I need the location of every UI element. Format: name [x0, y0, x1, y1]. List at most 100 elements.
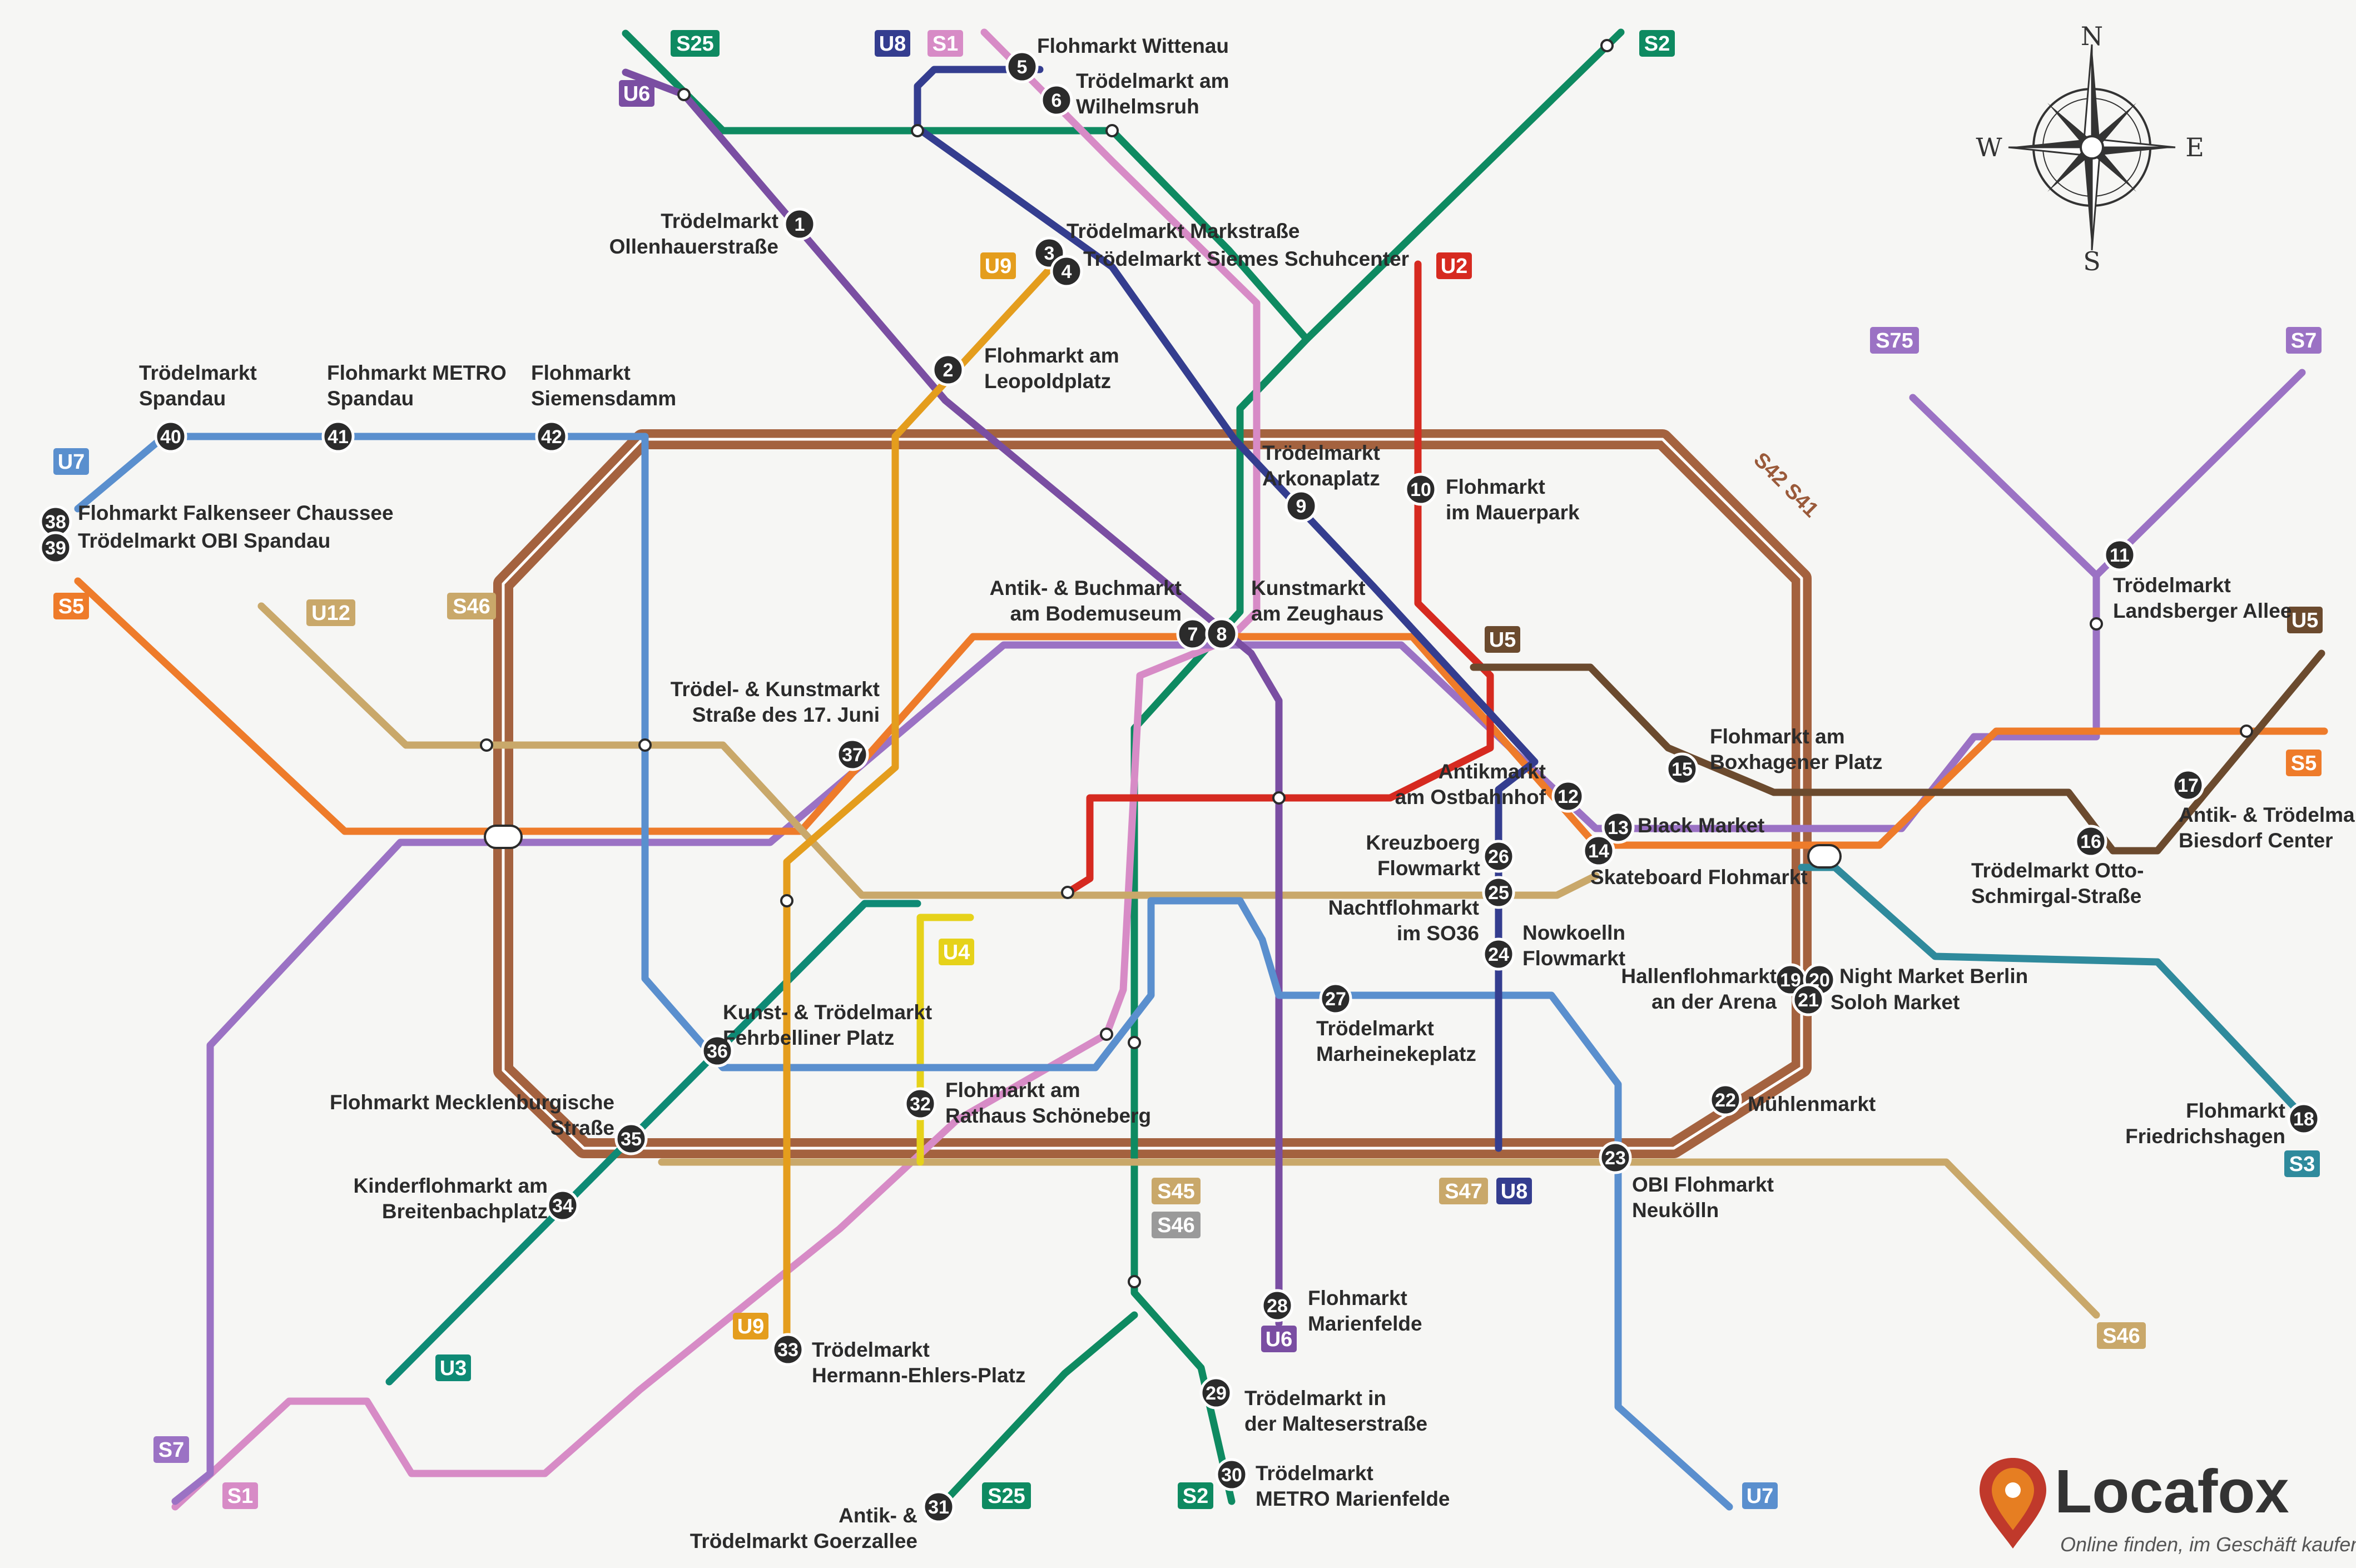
station-number: 5: [1017, 57, 1028, 78]
station-label-line: Antik- &: [839, 1504, 917, 1527]
line-badge-u12[interactable]: U12: [306, 599, 355, 626]
station-label-line: Kreuzboerg: [1366, 831, 1480, 854]
line-badge-s3[interactable]: S3: [2284, 1150, 2320, 1177]
line-badge-s75[interactable]: S75: [1870, 327, 1919, 354]
line-badge-u8[interactable]: U8: [1496, 1178, 1532, 1204]
line-badge-s46[interactable]: S46: [447, 593, 496, 619]
station-label-line: Marienfelde: [1308, 1312, 1422, 1335]
station-label-line: Trödelmarkt Siemes Schuhcenter: [1083, 247, 1409, 270]
line-badge-s2[interactable]: S2: [1639, 30, 1675, 57]
station-label-line: im Mauerpark: [1446, 501, 1580, 524]
line-u5: [1470, 649, 2325, 855]
line-badge-s46[interactable]: S46: [1152, 1212, 1201, 1238]
station-label-line: am Bodemuseum: [1010, 602, 1182, 625]
station-label-line: Skateboard Flohmarkt: [1590, 866, 1808, 889]
line-s1: [171, 28, 1261, 1511]
line-badge-u9[interactable]: U9: [980, 252, 1016, 279]
ring-label: S42 S41: [1749, 448, 1823, 522]
station-label-line: Trödelmarkt: [1256, 1462, 1373, 1485]
station-label-line: Siemensdamm: [531, 387, 676, 410]
line-badge-u9[interactable]: U9: [733, 1313, 768, 1339]
brand-logo[interactable]: Locafox Online finden, im Geschäft kaufe…: [1980, 1457, 2356, 1556]
line-badge-u2[interactable]: U2: [1436, 252, 1472, 279]
line-badge-s5[interactable]: S5: [53, 593, 89, 619]
line-badge-u3[interactable]: U3: [435, 1354, 471, 1381]
line-badge-u7[interactable]: U7: [53, 448, 89, 475]
line-badge-s7[interactable]: S7: [153, 1436, 189, 1463]
station-label-line: Spandau: [139, 387, 226, 410]
line-badge-u5[interactable]: U5: [1485, 626, 1520, 653]
station-label-line: Flohmarkt Wittenau: [1037, 34, 1229, 57]
badge-label: S7: [2291, 329, 2317, 353]
line-badge-s25[interactable]: S25: [982, 1482, 1031, 1509]
line-badge-s47[interactable]: S47: [1439, 1178, 1488, 1204]
line-badge-u8[interactable]: U8: [875, 30, 910, 57]
line-badge-s1[interactable]: S1: [927, 30, 963, 57]
line-badge-s2[interactable]: S2: [1178, 1482, 1213, 1509]
line-badge-s5[interactable]: S5: [2286, 750, 2322, 776]
line-badge-u6[interactable]: U6: [1261, 1326, 1297, 1352]
line-badge-u4[interactable]: U4: [939, 939, 974, 965]
station-label-line: Trödelmarkt: [139, 361, 257, 384]
line-badge-s45[interactable]: S45: [1152, 1178, 1201, 1204]
line-badge-s25[interactable]: S25: [671, 30, 720, 57]
station-label-line: Kinderflohmarkt am: [353, 1174, 548, 1197]
station-5[interactable]: 5 Flohmarkt Wittenau: [1005, 34, 1229, 83]
station-label-line: Arkonaplatz: [1262, 467, 1380, 490]
station-number: 31: [928, 1497, 949, 1518]
line-badge-u5[interactable]: U5: [2287, 607, 2323, 633]
line-badge-u7[interactable]: U7: [1742, 1482, 1778, 1509]
badge-label: S46: [453, 595, 490, 618]
station-label-line: Neukölln: [1632, 1199, 1719, 1222]
line-badge-s46[interactable]: S46: [2097, 1322, 2146, 1349]
locafox-logo-icon: [1980, 1458, 2046, 1549]
line-badge-s7[interactable]: S7: [2286, 327, 2322, 354]
station-label-line: OBI Flohmarkt: [1632, 1173, 1774, 1196]
station-label-line: Marheinekeplatz: [1316, 1043, 1476, 1065]
line-badge-s1[interactable]: S1: [222, 1482, 258, 1509]
line-badge-u6[interactable]: U6: [619, 80, 654, 107]
station-label-line: Flohmarkt am: [1710, 725, 1845, 748]
